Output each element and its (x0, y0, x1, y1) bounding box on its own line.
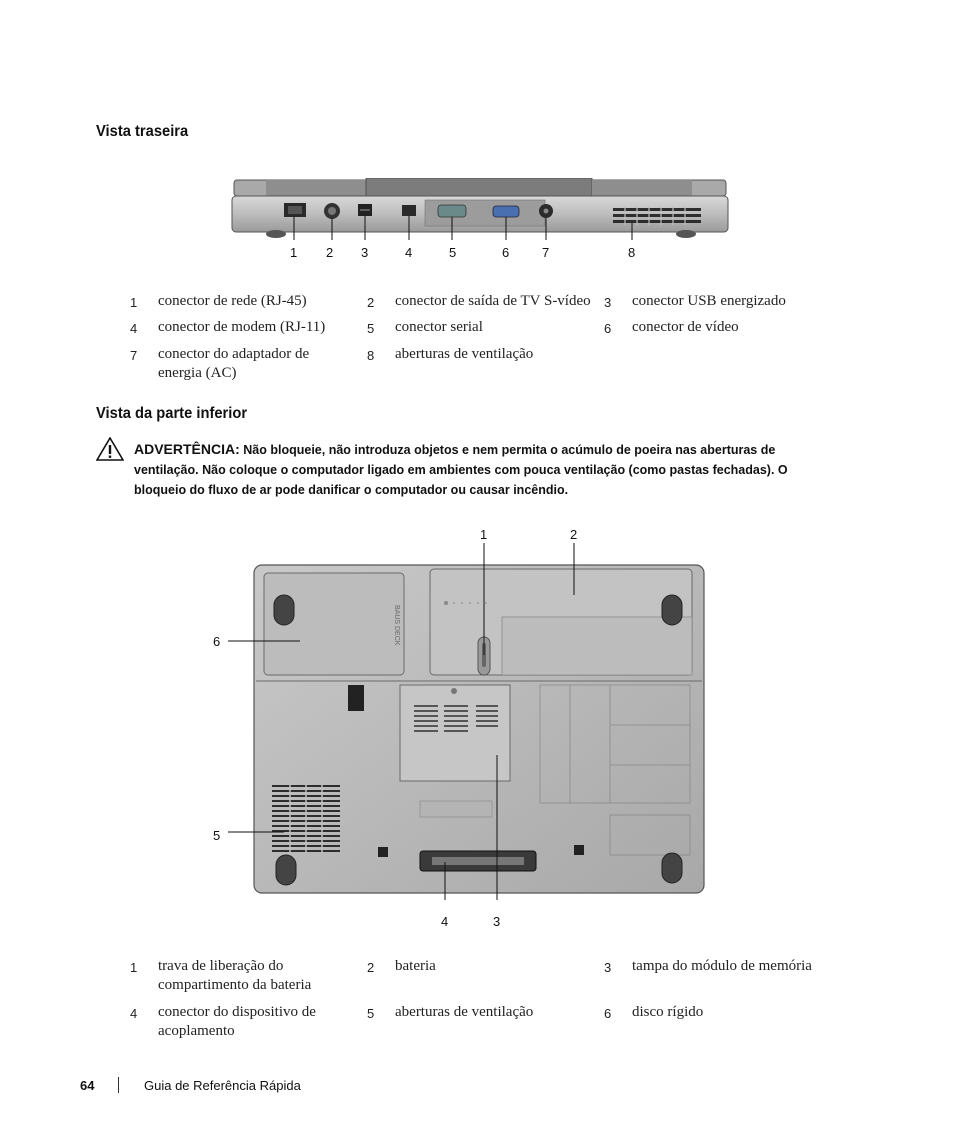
bottom-callout-3: 3 (493, 914, 501, 929)
legend-number: 5 (367, 1006, 375, 1021)
legend-text: conector do dispositivo de acoplamento (158, 1004, 316, 1039)
legend-number: 2 (367, 960, 375, 975)
legend-text: aberturas de ventilação (395, 1004, 534, 1020)
legend-text: conector do adaptador de energia (AC) (158, 346, 310, 381)
rear-callout-4: 4 (405, 245, 413, 260)
legend-text: bateria (395, 958, 436, 974)
legend-number: 4 (130, 321, 138, 336)
bottom-callout-6: 6 (213, 634, 221, 649)
legend-number: 6 (604, 321, 612, 336)
legend-text: conector de modem (RJ-11) (158, 319, 326, 335)
warning-body: Não bloqueie, não introduza objetos e ne… (134, 443, 788, 497)
bottom-view-illustration: BAUS DECK (228, 543, 705, 900)
rear-callout-8: 8 (628, 245, 636, 260)
legend-text: conector de rede (RJ-45) (158, 293, 307, 309)
legend-number: 6 (604, 1006, 612, 1021)
rear-callout-6: 6 (502, 245, 510, 260)
bottom-callout-1: 1 (480, 527, 488, 542)
legend-text: trava de liberação do compartimento da b… (158, 958, 312, 993)
legend-text: conector de saída de TV S-vídeo (395, 293, 591, 309)
rear-view-heading: Vista traseira (96, 123, 189, 140)
legend-number: 3 (604, 960, 612, 975)
legend-text: conector de vídeo (632, 319, 739, 335)
rear-view-illustration (231, 178, 729, 240)
legend-number: 4 (130, 1006, 138, 1021)
legend-text: tampa do módulo de memória (632, 958, 812, 974)
warning-text: ADVERTÊNCIA: Não bloqueie, não introduza… (134, 439, 834, 500)
rear-callout-5: 5 (449, 245, 457, 260)
legend-number: 8 (367, 348, 375, 363)
legend-number: 1 (130, 960, 138, 975)
warning-triangle-icon (96, 437, 124, 461)
warning-label: ADVERTÊNCIA: (134, 441, 240, 457)
footer-divider (118, 1077, 119, 1093)
legend-number: 5 (367, 321, 375, 336)
legend-text: disco rígido (632, 1004, 704, 1020)
bottom-callout-4: 4 (441, 914, 449, 929)
page-number: 64 (80, 1078, 95, 1093)
svg-text:BAUS DECK: BAUS DECK (393, 605, 400, 646)
bottom-callout-5: 5 (213, 828, 221, 843)
legend-number: 2 (367, 295, 375, 310)
legend-text: conector USB energizado (632, 293, 786, 309)
legend-number: 1 (130, 295, 138, 310)
legend-text: conector serial (395, 319, 483, 335)
bottom-view-heading: Vista da parte inferior (96, 405, 248, 422)
rear-callout-3: 3 (361, 245, 369, 260)
rear-callout-7: 7 (542, 245, 550, 260)
footer-title: Guia de Referência Rápida (144, 1078, 301, 1093)
legend-text: aberturas de ventilação (395, 346, 534, 362)
rear-callout-2: 2 (326, 245, 334, 260)
legend-number: 3 (604, 295, 612, 310)
bottom-callout-2: 2 (570, 527, 578, 542)
rear-callout-1: 1 (290, 245, 298, 260)
legend-number: 7 (130, 348, 138, 363)
